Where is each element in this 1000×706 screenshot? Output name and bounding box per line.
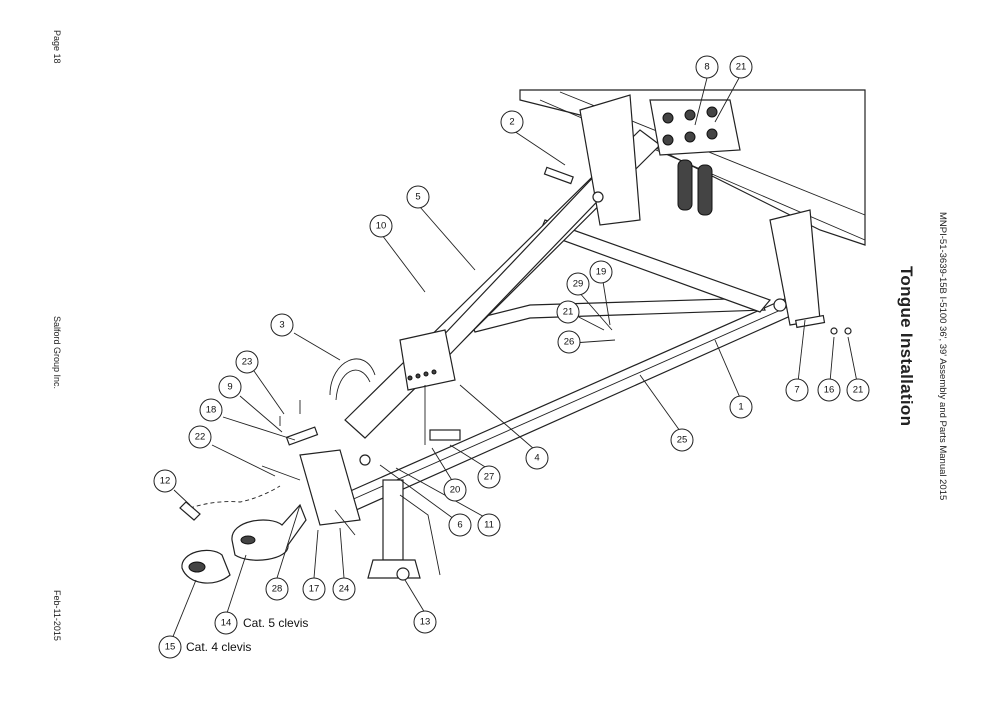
svg-text:1: 1 bbox=[738, 402, 743, 413]
leader-lines bbox=[171, 77, 858, 640]
callout-9: 9 bbox=[218, 375, 242, 399]
svg-text:2: 2 bbox=[509, 117, 514, 128]
callout-3: 3 bbox=[270, 313, 294, 337]
caption-cat5-clevis: Cat. 5 clevis bbox=[243, 616, 308, 630]
svg-text:13: 13 bbox=[420, 617, 431, 628]
callout-25: 25 bbox=[670, 428, 694, 452]
svg-text:14: 14 bbox=[221, 618, 232, 629]
tongue-frame bbox=[179, 89, 866, 584]
callout-29: 29 bbox=[566, 272, 590, 296]
callout-12: 12 bbox=[153, 469, 177, 493]
callout-17: 17 bbox=[302, 577, 326, 601]
svg-text:19: 19 bbox=[596, 267, 607, 278]
callout-11: 11 bbox=[477, 513, 501, 537]
svg-text:18: 18 bbox=[206, 405, 217, 416]
svg-text:16: 16 bbox=[824, 385, 835, 396]
svg-text:11: 11 bbox=[484, 520, 494, 531]
svg-text:17: 17 bbox=[309, 584, 320, 595]
callout-26: 26 bbox=[557, 330, 581, 354]
svg-text:20: 20 bbox=[450, 485, 461, 496]
svg-text:21: 21 bbox=[736, 62, 747, 73]
callout-28: 28 bbox=[265, 577, 289, 601]
callout-15: 15 bbox=[158, 635, 182, 659]
callout-20: 20 bbox=[443, 478, 467, 502]
svg-text:4: 4 bbox=[534, 453, 539, 464]
callout-7: 7 bbox=[785, 378, 809, 402]
callout-24: 24 bbox=[332, 577, 356, 601]
svg-text:29: 29 bbox=[573, 279, 584, 290]
svg-text:8: 8 bbox=[704, 62, 709, 73]
svg-text:3: 3 bbox=[279, 320, 284, 331]
callout-2: 2 bbox=[500, 110, 524, 134]
svg-text:21: 21 bbox=[853, 385, 864, 396]
callout-1: 1 bbox=[729, 395, 753, 419]
callout-21-top: 21 bbox=[729, 55, 753, 79]
svg-text:27: 27 bbox=[484, 472, 495, 483]
svg-text:25: 25 bbox=[677, 435, 688, 446]
svg-text:10: 10 bbox=[376, 221, 387, 232]
svg-text:22: 22 bbox=[195, 432, 206, 443]
callout-13: 13 bbox=[413, 610, 437, 634]
callout-18: 18 bbox=[199, 398, 223, 422]
callout-21-right: 21 bbox=[846, 378, 870, 402]
callout-21-mid: 21 bbox=[556, 300, 580, 324]
caption-cat4-clevis: Cat. 4 clevis bbox=[186, 640, 251, 654]
svg-text:21: 21 bbox=[563, 307, 574, 318]
svg-text:7: 7 bbox=[794, 385, 799, 396]
callout-19: 19 bbox=[589, 260, 613, 284]
svg-text:26: 26 bbox=[564, 337, 575, 348]
svg-text:15: 15 bbox=[165, 642, 176, 653]
svg-text:28: 28 bbox=[272, 584, 283, 595]
callout-4: 4 bbox=[525, 446, 549, 470]
svg-text:23: 23 bbox=[242, 357, 253, 368]
svg-text:9: 9 bbox=[227, 382, 232, 393]
callout-27: 27 bbox=[477, 465, 501, 489]
svg-text:6: 6 bbox=[457, 520, 462, 531]
callout-8: 8 bbox=[695, 55, 719, 79]
svg-text:12: 12 bbox=[160, 476, 171, 487]
callout-16: 16 bbox=[817, 378, 841, 402]
svg-text:5: 5 bbox=[415, 192, 420, 203]
callout-22: 22 bbox=[188, 425, 212, 449]
callout-6: 6 bbox=[448, 513, 472, 537]
callout-5: 5 bbox=[406, 185, 430, 209]
svg-text:24: 24 bbox=[339, 584, 350, 595]
callout-10: 10 bbox=[369, 214, 393, 238]
callout-23: 23 bbox=[235, 350, 259, 374]
callout-14: 14 bbox=[214, 611, 238, 635]
